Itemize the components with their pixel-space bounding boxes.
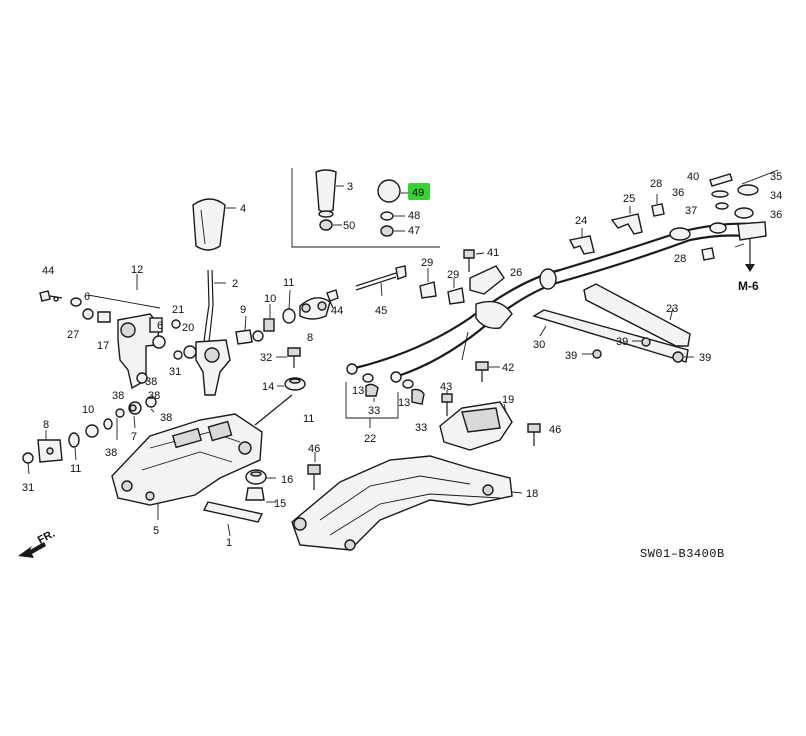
diagram-code: SW01–B3400B [640, 547, 725, 561]
label-10b: 10 [82, 404, 94, 416]
label-40: 40 [687, 171, 699, 183]
label-28a: 28 [650, 178, 662, 190]
label-43: 43 [440, 381, 452, 393]
label-35: 35 [770, 171, 782, 183]
label-36b: 36 [770, 209, 782, 221]
label-25: 25 [623, 193, 635, 205]
label-15: 15 [274, 498, 286, 510]
label-7: 7 [131, 431, 137, 443]
label-12: 12 [131, 264, 143, 276]
section-reference: M-6 [738, 279, 759, 293]
bushings-upper [235, 265, 407, 391]
shift-lever-assembly [173, 198, 236, 396]
label-2: 2 [232, 278, 238, 290]
label-46b: 46 [549, 424, 561, 436]
label-39a: 39 [616, 336, 628, 348]
label-22: 22 [364, 433, 376, 445]
mount-brackets [532, 283, 694, 363]
label-33b: 33 [415, 422, 427, 434]
label-11a: 11 [283, 277, 294, 289]
label-44a: 44 [42, 265, 54, 277]
bushing-plate-1 [202, 469, 276, 537]
label-3: 3 [347, 181, 353, 193]
label-29b: 29 [447, 269, 459, 281]
label-39c: 39 [699, 352, 711, 364]
label-31b: 31 [22, 482, 34, 494]
label-32: 32 [260, 352, 272, 364]
label-34: 34 [770, 190, 782, 202]
label-21: 21 [172, 304, 184, 316]
label-45: 45 [375, 305, 387, 317]
front-direction-arrow [18, 542, 46, 558]
direction-label: FR. [36, 528, 57, 547]
label-49: 49 [412, 187, 424, 199]
label-37: 37 [685, 205, 697, 217]
label-27: 27 [67, 329, 79, 341]
label-18: 18 [526, 488, 538, 500]
label-10a: 10 [264, 293, 276, 305]
label-30: 30 [533, 339, 545, 351]
label-5: 5 [153, 525, 159, 537]
label-16: 16 [281, 474, 293, 486]
label-38c: 38 [148, 390, 160, 402]
label-47: 47 [408, 225, 420, 237]
label-39b: 39 [565, 350, 577, 362]
label-19: 19 [502, 394, 514, 406]
subframe-18 [291, 452, 523, 551]
shift-base-plate [111, 394, 293, 520]
label-9: 9 [240, 304, 246, 316]
label-8a: 8 [307, 332, 313, 344]
label-11c: 11 [303, 413, 314, 425]
label-41: 41 [487, 247, 499, 259]
label-6a: 6 [84, 291, 90, 303]
label-33a: 33 [368, 405, 380, 417]
label-46a: 46 [308, 443, 320, 455]
label-48: 48 [408, 210, 420, 222]
label-38b: 38 [112, 390, 124, 402]
label-23: 23 [666, 303, 678, 315]
label-14: 14 [262, 381, 274, 393]
label-29a: 29 [421, 257, 433, 269]
part-labels: 4 3 49 50 48 47 2 12 44 6 27 17 21 6 20 … [22, 171, 782, 549]
label-13a: 13 [352, 385, 364, 397]
label-8b: 8 [43, 419, 49, 431]
label-26: 26 [510, 267, 522, 279]
highlight-marker [408, 183, 430, 200]
shift-knob-inset [291, 168, 440, 248]
shift-cables [345, 222, 753, 428]
label-4: 4 [240, 203, 246, 215]
label-11b: 11 [70, 463, 81, 475]
label-31a: 31 [169, 366, 181, 378]
label-38e: 38 [105, 447, 117, 459]
bushings-lower [22, 396, 157, 475]
label-24: 24 [575, 215, 587, 227]
label-20: 20 [182, 322, 194, 334]
bracket-12 [39, 274, 181, 390]
label-6b: 6 [157, 320, 163, 332]
label-28b: 28 [674, 253, 686, 265]
label-50: 50 [343, 220, 355, 232]
label-13b: 13 [398, 397, 410, 409]
label-1: 1 [226, 537, 232, 549]
cable-end-parts [568, 169, 779, 272]
label-17: 17 [97, 340, 109, 352]
label-38d: 38 [160, 412, 172, 424]
label-42: 42 [502, 362, 514, 374]
label-44b: 44 [331, 305, 343, 317]
label-38a: 38 [145, 376, 157, 388]
lower-right-bracket [439, 361, 541, 451]
label-36: 36 [672, 187, 684, 199]
cable-clips [419, 249, 505, 305]
